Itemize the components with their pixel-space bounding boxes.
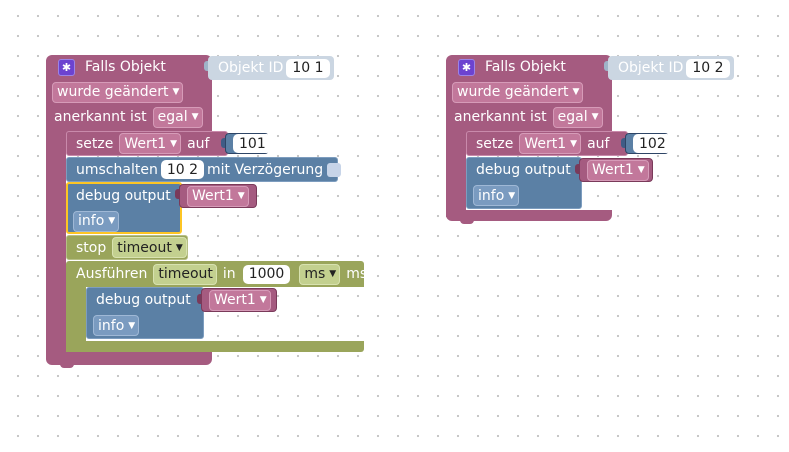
object-id-value[interactable]: 10 1: [286, 58, 330, 78]
debug-block-1[interactable]: [66, 182, 182, 234]
set-value-block[interactable]: 101: [225, 133, 272, 154]
set-var-dropdown[interactable]: Wert1▼: [119, 133, 182, 154]
ack-dropdown-2[interactable]: egal▼: [552, 106, 603, 128]
ack-dropdown[interactable]: egal▼: [152, 106, 203, 128]
event-block-2-footer: [446, 210, 612, 221]
exec-unit-label: ms: [346, 266, 368, 282]
debug1-var-dropdown[interactable]: Wert1▼: [187, 185, 249, 207]
stop-label: stop: [76, 239, 107, 256]
trigger-dropdown-2[interactable]: wurde geändert▼: [452, 81, 584, 103]
debug3-level-dropdown[interactable]: info▼: [473, 185, 520, 206]
event-block-2-spine: [446, 125, 466, 217]
debug-block-3-row: debug output: [466, 157, 571, 182]
debug-block-2-row: debug output: [86, 287, 191, 312]
exec-label: Ausführen: [76, 266, 148, 282]
debug3-var-block[interactable]: Wert1▼: [579, 158, 653, 182]
trigger-dropdown[interactable]: wurde geändert▼: [52, 81, 184, 103]
event-2-header-label: Falls Objekt: [485, 59, 566, 75]
debug1-level-dropdown[interactable]: info▼: [73, 210, 120, 232]
switch-id[interactable]: 10 2: [160, 160, 204, 179]
gear-icon[interactable]: ✱: [458, 58, 475, 76]
exec-in-label: in: [222, 266, 236, 282]
set-value-2-connector: [621, 138, 627, 148]
switch-delay-label: mit Verzögerung: [207, 161, 324, 178]
event-1-trigger-row: wurde geändert▼: [46, 80, 185, 104]
switch-label: umschalten: [76, 161, 158, 178]
debug2-var-block[interactable]: Wert1▼: [201, 288, 277, 312]
debug3-var-dropdown[interactable]: Wert1▼: [587, 159, 649, 181]
event-1-header-row: ✱ Falls Objekt: [50, 55, 170, 79]
debug1-var-connector: [175, 189, 181, 199]
object-id-2-label: Objekt ID: [618, 60, 684, 76]
debug2-level-dropdown[interactable]: info▼: [93, 315, 140, 336]
debug2-var-connector: [197, 294, 203, 304]
stop-dropdown[interactable]: timeout▼: [112, 237, 187, 258]
exec-block-row: Ausführen timeout in 1000 ms▼ ms: [66, 261, 371, 287]
set-block-2-row: setze Wert1▼ auf: [466, 131, 613, 156]
switch-delay-checkbox[interactable]: [327, 162, 342, 177]
event-2-ack-row: anerkannt ist egal▼: [446, 105, 605, 129]
debug1-var-block[interactable]: Wert1▼: [179, 184, 257, 208]
debug-block-3-level-row: info▼: [466, 183, 521, 208]
set-to-label: auf: [187, 135, 210, 152]
exec-timer-name[interactable]: timeout: [153, 263, 217, 285]
object-id-2-value[interactable]: 10 2: [686, 58, 730, 78]
event-block-2-foot-notch: [460, 218, 474, 224]
exec-delay[interactable]: 1000: [242, 264, 291, 284]
exec-unit-dropdown[interactable]: ms▼: [299, 263, 341, 285]
exec-block-footer: [66, 341, 364, 352]
object-id-connector: [204, 61, 210, 71]
set-value-2-number[interactable]: 102: [633, 134, 672, 153]
object-id-2-block[interactable]: Objekt ID 10 2: [608, 56, 734, 80]
set-label: setze: [76, 135, 114, 152]
set-to-label-2: auf: [587, 135, 610, 152]
event-1-header-label: Falls Objekt: [85, 59, 166, 75]
set-block-1-row: setze Wert1▼ auf: [66, 131, 213, 156]
gear-icon[interactable]: ✱: [58, 58, 75, 76]
switch-block-row: umschalten 10 2 mit Verzögerung: [66, 157, 342, 182]
debug-block-1-row: debug output: [66, 183, 171, 208]
set-value-number[interactable]: 101: [233, 134, 272, 153]
set-value-2-block[interactable]: 102: [625, 133, 672, 154]
set-var-dropdown-2[interactable]: Wert1▼: [519, 133, 582, 154]
object-id-block[interactable]: Objekt ID 10 1: [208, 56, 334, 80]
debug-block-1-level-row: info▼: [66, 209, 121, 233]
set-value-connector: [221, 138, 227, 148]
debug2-label: debug output: [96, 291, 191, 308]
ack-label: anerkannt ist: [54, 109, 147, 125]
debug2-var-dropdown[interactable]: Wert1▼: [209, 289, 271, 311]
event-2-header-row: ✱ Falls Objekt: [450, 55, 570, 79]
event-1-ack-row: anerkannt ist egal▼: [46, 105, 205, 129]
exec-block-spine: [66, 286, 86, 352]
debug-block-2-level-row: info▼: [86, 313, 141, 338]
object-id-2-connector: [604, 61, 610, 71]
event-block-1-foot-notch: [60, 362, 74, 368]
debug3-var-connector: [575, 164, 581, 174]
event-2-trigger-row: wurde geändert▼: [446, 80, 585, 104]
object-id-label: Objekt ID: [218, 60, 284, 76]
event-block-1-footer: [46, 351, 212, 365]
debug3-label: debug output: [476, 161, 571, 178]
ack-label-2: anerkannt ist: [454, 109, 547, 125]
debug1-label: debug output: [76, 187, 171, 204]
stop-block-row: stop timeout▼: [66, 235, 189, 260]
event-block-1-spine: [46, 125, 66, 357]
set-label-2: setze: [476, 135, 514, 152]
